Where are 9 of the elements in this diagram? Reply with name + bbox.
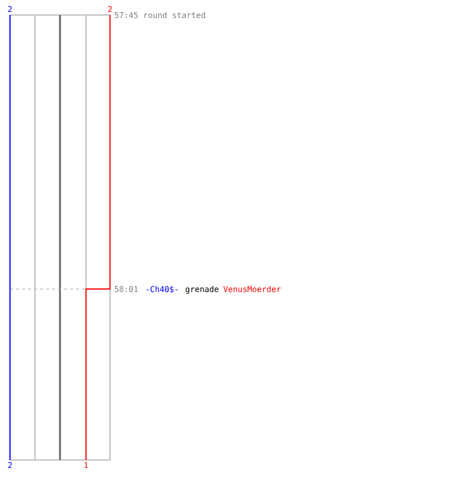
team-count: 1 <box>84 462 88 468</box>
team-count: 2 <box>108 6 112 12</box>
team-count: 2 <box>8 6 12 12</box>
weapon-label: grenade <box>186 286 218 294</box>
event-label: 57:45 round started <box>114 12 205 18</box>
player-name: -Ch40$- <box>146 286 178 294</box>
timestamp: 58:01 <box>114 286 138 292</box>
team-count: 2 <box>8 462 12 468</box>
player-name: VenusMoerder <box>223 286 281 292</box>
